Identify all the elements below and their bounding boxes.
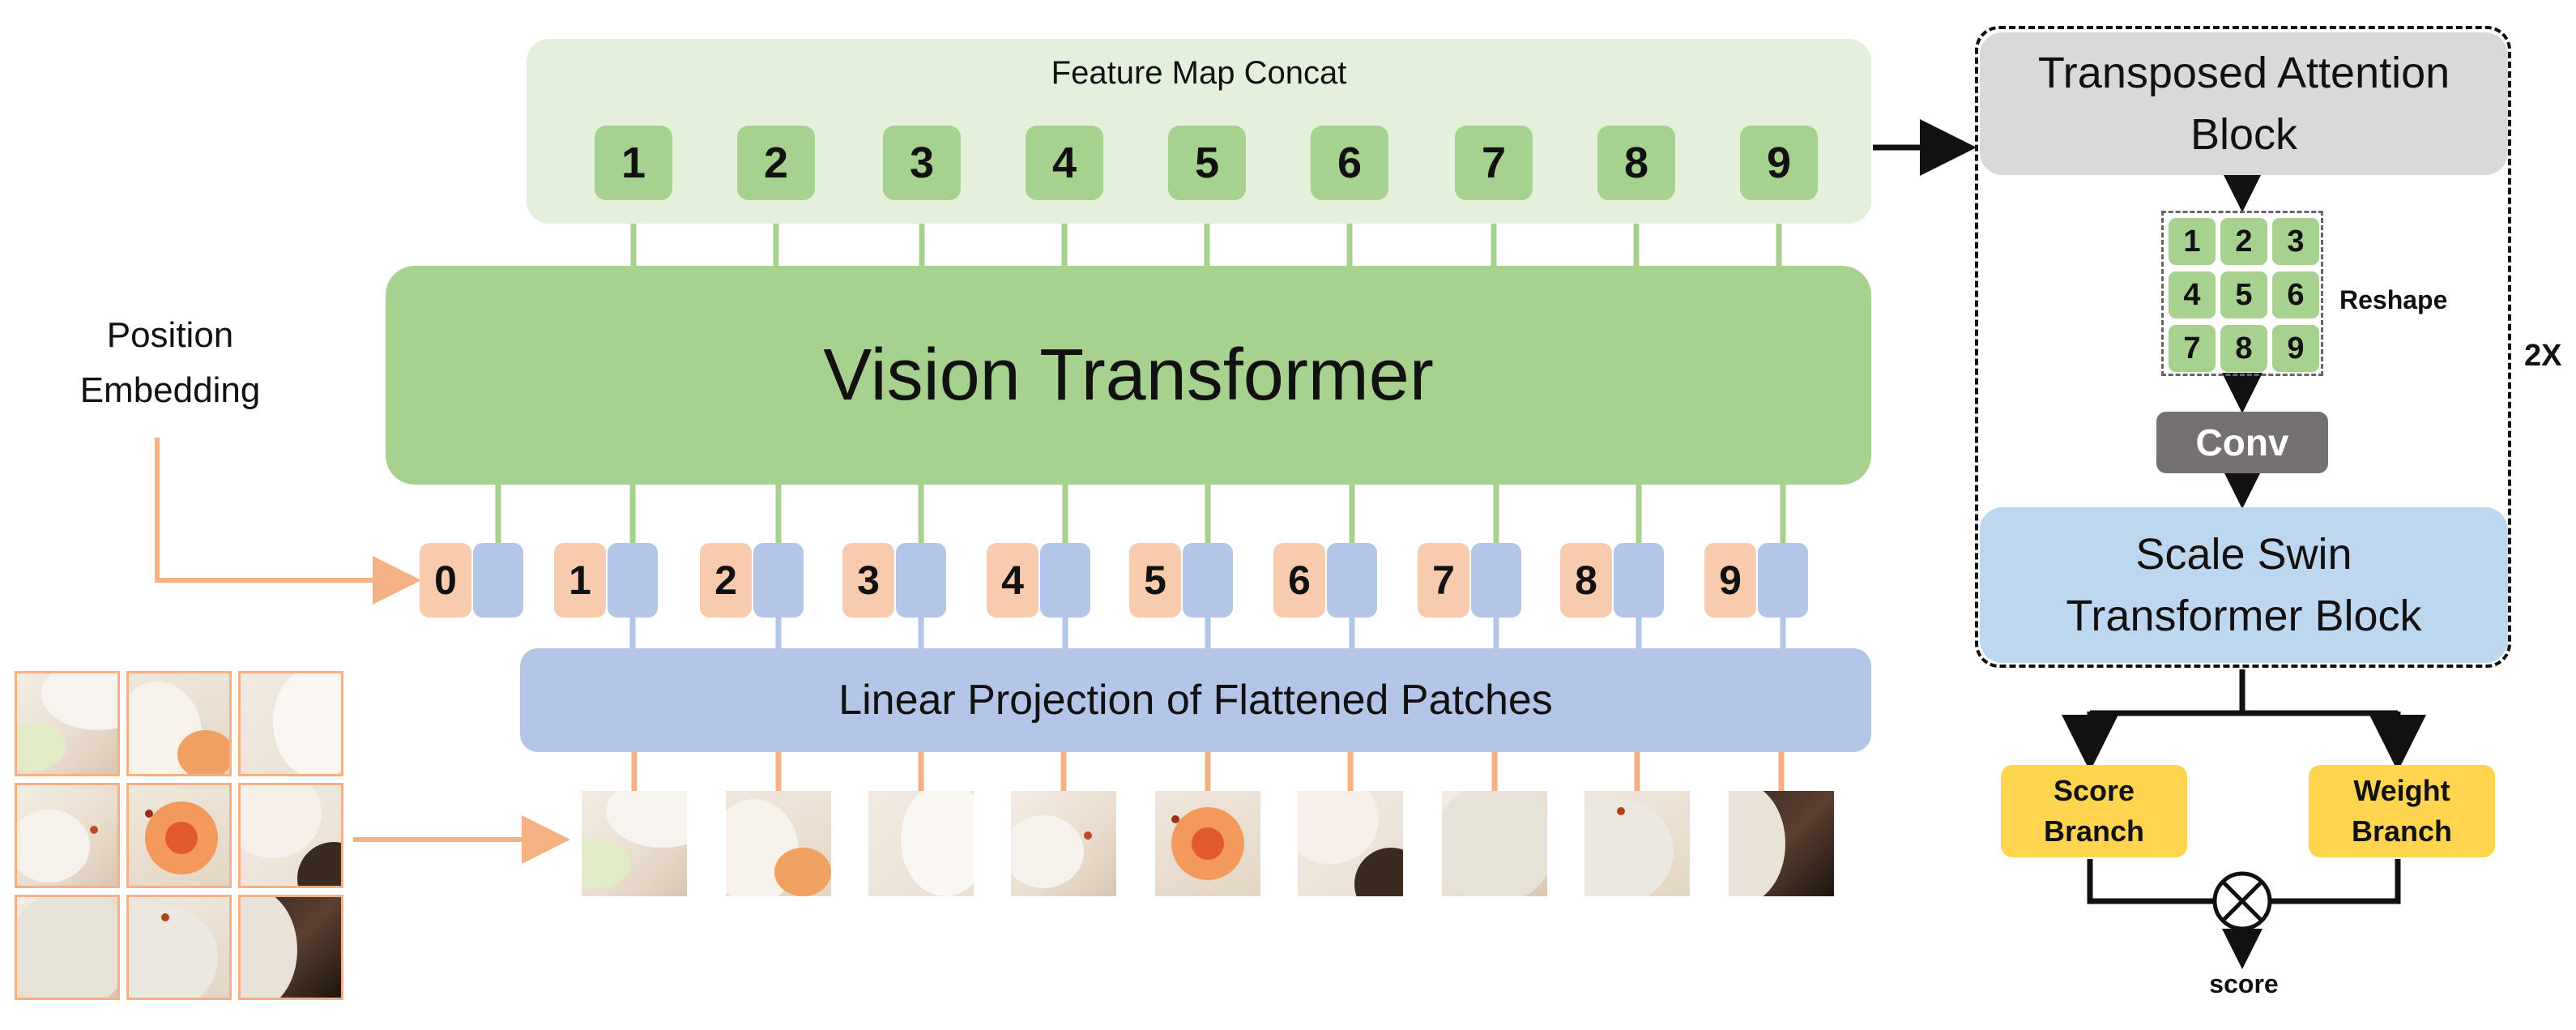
repeated-block-dashed-frame (1975, 26, 2511, 668)
position-token-2: 2 (700, 543, 752, 618)
score-branch-line1: Score (2053, 774, 2135, 807)
repeat-2x-label: 2X (2524, 339, 2562, 373)
feature-token-4: 4 (1026, 126, 1103, 200)
feature-token-6: 6 (1311, 126, 1388, 200)
position-token-4: 4 (987, 543, 1039, 618)
projection-token-links (629, 616, 1786, 650)
score-output-label: score (2209, 969, 2279, 998)
reshape-label: Reshape (2339, 285, 2448, 314)
flattened-patch (1011, 791, 1116, 896)
scale-swin-transformer-block: Scale Swin Transformer Block (1980, 507, 2508, 663)
feature-token-3: 3 (883, 126, 961, 200)
linear-projection-block: Linear Projection of Flattened Patches (520, 648, 1871, 752)
image-grid-cell (126, 783, 232, 888)
weight-branch-block: Weight Branch (2309, 765, 2495, 857)
image-grid-cell (126, 895, 232, 1000)
feature-token-2: 2 (737, 126, 815, 200)
patch-embedding-9 (1758, 543, 1808, 618)
image-grid-cell (15, 783, 120, 888)
patch-embedding-7 (1471, 543, 1521, 618)
position-token-7: 7 (1418, 543, 1469, 618)
reshape-cell-3: 3 (2272, 218, 2319, 265)
reshape-cell-1: 1 (2169, 218, 2216, 265)
position-token-6: 6 (1273, 543, 1325, 618)
flattened-patch (1155, 791, 1260, 896)
weight-branch-line1: Weight (2353, 774, 2450, 807)
feature-token-8: 8 (1597, 126, 1675, 200)
position-token-1: 1 (554, 543, 606, 618)
image-grid-cell (126, 671, 232, 776)
image-grid-cell (238, 783, 343, 888)
patch-embedding-8 (1614, 543, 1664, 618)
reshape-cell-5: 5 (2220, 271, 2267, 318)
sst-line2: Transformer Block (2066, 592, 2422, 640)
patch-embedding-3 (896, 543, 946, 618)
image-grid-cell (238, 671, 343, 776)
position-token-5: 5 (1129, 543, 1181, 618)
score-branch-line2: Branch (2043, 814, 2145, 848)
reshape-cell-2: 2 (2220, 218, 2267, 265)
patch-embedding-2 (753, 543, 804, 618)
branch-merge-line (2087, 859, 2401, 904)
feature-token-1: 1 (595, 126, 672, 200)
image-grid-cell (15, 895, 120, 1000)
patch-embedding-4 (1040, 543, 1090, 618)
multiply-icon (2212, 871, 2272, 931)
vit-token-links (495, 483, 1786, 545)
feature-token-7: 7 (1455, 126, 1533, 200)
patch-embedding-5 (1183, 543, 1233, 618)
conv-block: Conv (2156, 412, 2328, 473)
feature-map-concat-title: Feature Map Concat (1051, 54, 1347, 91)
reshape-cell-7: 7 (2169, 325, 2216, 372)
flattened-patch (868, 791, 974, 896)
reshape-cell-6: 6 (2272, 271, 2319, 318)
position-token-8: 8 (1560, 543, 1612, 618)
position-token-0: 0 (420, 543, 471, 618)
flattened-patch (1442, 791, 1547, 896)
reshape-cell-8: 8 (2220, 325, 2267, 372)
feature-token-5: 5 (1168, 126, 1246, 200)
patch-embedding-1 (608, 543, 658, 618)
position-token-3: 3 (842, 543, 894, 618)
image-grid-cell (238, 895, 343, 1000)
position-embedding-arrow (155, 438, 421, 605)
flattened-patch (726, 791, 831, 896)
patch-projection-links (631, 752, 1785, 791)
transposed-attention-block: Transposed Attention Block (1980, 32, 2508, 175)
position-embedding-label: Position Embedding (49, 308, 292, 418)
weight-branch-line2: Branch (2351, 814, 2453, 848)
reshape-cell-4: 4 (2169, 271, 2216, 318)
score-branch-block: Score Branch (2001, 765, 2187, 857)
tab-line2: Block (2190, 110, 2298, 159)
branch-split-line (2090, 669, 2398, 716)
feature-token-9: 9 (1740, 126, 1818, 200)
patch-embedding-6 (1327, 543, 1377, 618)
position-embedding-line2: Embedding (79, 370, 261, 410)
flattened-patch (1584, 791, 1690, 896)
vision-transformer-block: Vision Transformer (386, 266, 1871, 485)
image-grid-cell (15, 671, 120, 776)
flattened-patch (582, 791, 687, 896)
patch-embedding-0 (473, 543, 523, 618)
flattened-patch (1298, 791, 1403, 896)
position-embedding-line1: Position (106, 315, 234, 355)
flattened-patch (1729, 791, 1834, 896)
tab-line1: Transposed Attention (2037, 49, 2450, 97)
sst-line1: Scale Swin (2135, 530, 2352, 579)
reshape-cell-9: 9 (2272, 325, 2319, 372)
position-token-9: 9 (1704, 543, 1756, 618)
